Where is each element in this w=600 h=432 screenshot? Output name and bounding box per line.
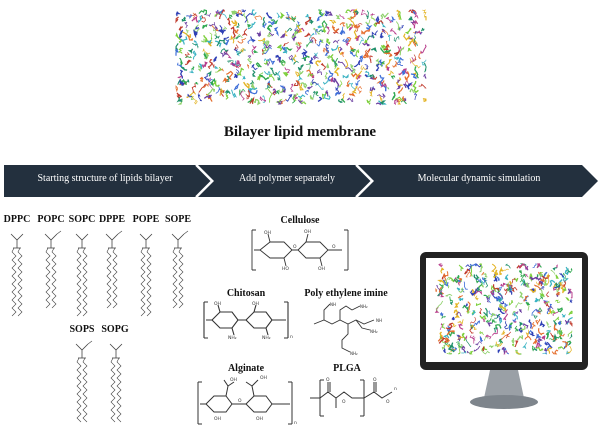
svg-text:n: n [290, 335, 293, 340]
lipid-label-dppe: DPPE [98, 214, 126, 225]
step-arrow-2 [198, 165, 372, 197]
lipid-structures-top-row [10, 230, 189, 317]
polymer-label-plga: PLGA [333, 363, 361, 374]
svg-text:OH: OH [264, 230, 271, 236]
svg-text:NH₂: NH₂ [350, 351, 358, 356]
polyethylene-imine-structure: NH₂ NH₂ NH₂ NH NH [313, 302, 382, 356]
lipid-label-popc: POPC [37, 214, 65, 225]
monitor-base [470, 395, 538, 409]
plga-structure: O O O O n [310, 377, 397, 417]
lipid-label-sops: SOPS [69, 324, 95, 335]
svg-text:OH: OH [260, 375, 267, 381]
svg-text:n: n [294, 421, 297, 426]
svg-text:NH₂: NH₂ [370, 329, 378, 334]
monitor-simulation-illustration [420, 252, 588, 409]
svg-text:HO: HO [282, 266, 289, 272]
svg-text:NH₂: NH₂ [262, 335, 271, 340]
chitosan-structure: OH OH NH₂ NH₂ n [203, 301, 293, 340]
lipid-label-sopg: SOPG [101, 324, 129, 335]
svg-text:O: O [293, 244, 297, 250]
svg-text:OH: OH [230, 377, 237, 383]
svg-text:n: n [394, 387, 397, 392]
workflow-arrow-bar [4, 165, 598, 197]
svg-text:O: O [238, 398, 242, 404]
polymer-label-alginate: Alginate [227, 363, 265, 374]
step-label-molecular-dynamics: Molecular dynamic simulation [417, 173, 541, 184]
lipid-label-sope: SOPE [164, 214, 192, 225]
polymer-label-chitosan: Chitosan [226, 288, 266, 299]
svg-text:NH: NH [330, 302, 336, 307]
polymer-label-cellulose: Cellulose [280, 215, 320, 226]
svg-text:OH: OH [318, 266, 325, 272]
lipid-structures-bottom-row [75, 340, 123, 423]
lipid-label-pope: POPE [132, 214, 160, 225]
lipid-label-sopc: SOPC [68, 214, 96, 225]
polymer-label-pei: Poly ethylene imine [304, 288, 388, 299]
svg-text:NH₂: NH₂ [360, 304, 368, 309]
svg-text:O: O [332, 244, 336, 250]
svg-text:NH₂: NH₂ [228, 335, 237, 340]
cellulose-structure: OH OH HO OH O O [251, 229, 349, 272]
step-label-add-polymer: Add polymer separately [238, 173, 336, 184]
svg-text:OH: OH [214, 416, 221, 422]
svg-text:OH: OH [214, 301, 221, 307]
step-arrow-3 [358, 165, 598, 197]
svg-text:O: O [342, 399, 346, 405]
monitor-stand [484, 370, 524, 398]
svg-text:O: O [326, 377, 330, 383]
lipid-label-dppc: DPPC [3, 214, 31, 225]
lipid-bilayer-membrane-illustration [175, 8, 427, 106]
svg-text:OH: OH [256, 416, 263, 422]
svg-text:O: O [386, 399, 390, 405]
alginate-structure: OH OH OH OH On [197, 375, 297, 426]
svg-text:O: O [373, 377, 377, 383]
svg-text:NH: NH [376, 318, 382, 323]
step-label-starting-structure: Starting structure of lipids bilayer [37, 173, 173, 184]
svg-text:OH: OH [252, 301, 259, 307]
svg-text:OH: OH [304, 229, 311, 235]
step-arrow-1 [4, 165, 212, 197]
membrane-title: Bilayer lipid membrane [223, 124, 377, 140]
